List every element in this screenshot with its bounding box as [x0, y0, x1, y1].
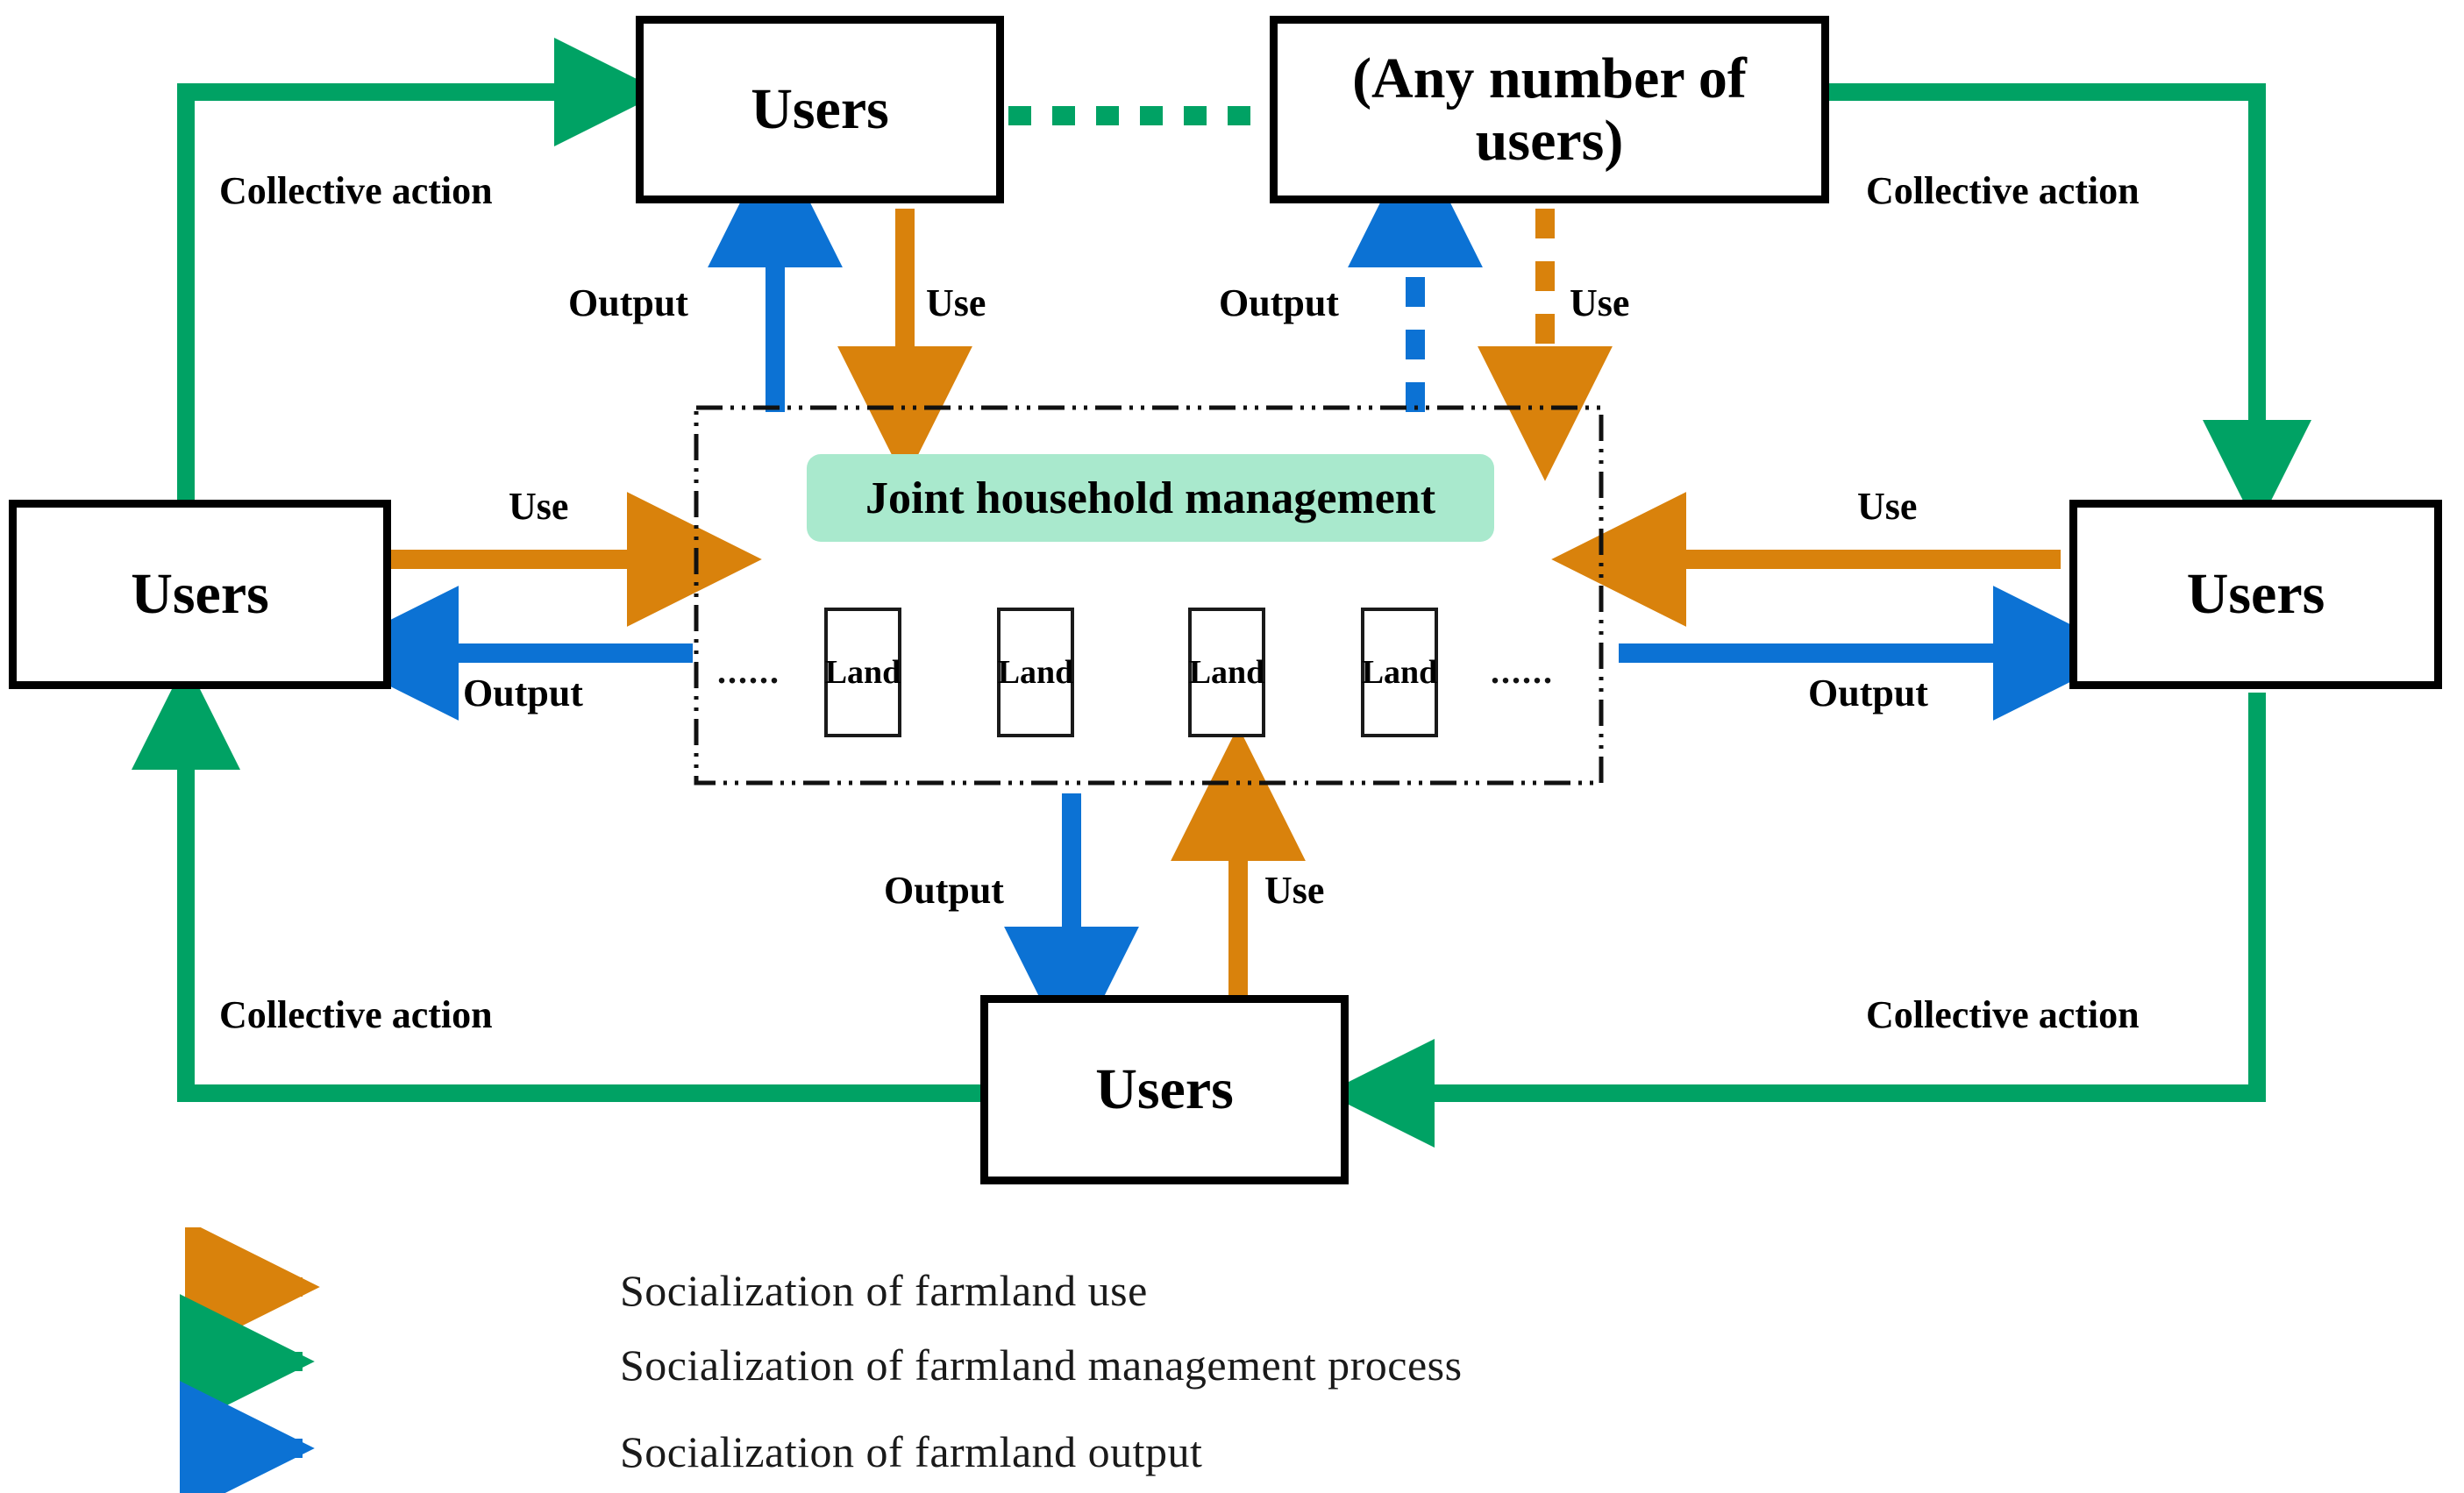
- green-arrow-topright-to-right: [1828, 83, 2311, 529]
- node-users-bottom[interactable]: Users: [980, 995, 1349, 1184]
- land-box-2[interactable]: Land: [997, 608, 1074, 737]
- legend-item-0: Socialization of farmland use: [224, 1255, 1148, 1326]
- edge-label-use-right: Use: [1857, 485, 1918, 528]
- land-box-1[interactable]: Land: [824, 608, 901, 737]
- node-users-top-left-label: Users: [751, 77, 889, 142]
- edge-label-output-bottom: Output: [884, 869, 1004, 912]
- node-users-top-left[interactable]: Users: [636, 16, 1004, 203]
- green-arrow-bottom-to-left: [132, 661, 980, 1102]
- land-box-4[interactable]: Land: [1361, 608, 1438, 737]
- edge-label-collective-action-bottom-left: Collective action: [219, 993, 493, 1036]
- node-users-right[interactable]: Users: [2069, 500, 2442, 689]
- edge-label-output-top-left: Output: [568, 281, 688, 324]
- node-users-top-right[interactable]: (Any number of users): [1270, 16, 1829, 203]
- node-users-bottom-label: Users: [1095, 1057, 1234, 1122]
- legend-arrow-layer: [179, 1227, 320, 1493]
- land-box-1-label: Land: [824, 654, 901, 691]
- edge-label-output-right: Output: [1808, 672, 1928, 715]
- joint-management-container-border: [694, 405, 1604, 786]
- ellipsis-left: ......: [717, 651, 780, 691]
- green-arrow-left-to-topleft: [177, 38, 663, 505]
- edge-label-output-left: Output: [463, 672, 583, 715]
- edge-label-use-top-right: Use: [1570, 281, 1630, 324]
- legend-swatch-output: [224, 1425, 574, 1478]
- green-arrow-right-to-bottom: [1326, 693, 2266, 1148]
- legend-swatch-use: [224, 1264, 574, 1317]
- edge-label-use-bottom: Use: [1264, 869, 1325, 912]
- edge-label-use-top-left: Use: [926, 281, 986, 324]
- land-box-4-label: Land: [1361, 654, 1438, 691]
- legend-item-2: Socialization of farmland output: [224, 1417, 1202, 1487]
- node-users-right-label: Users: [2186, 562, 2325, 627]
- legend: Socialization of farmland use Socializat…: [0, 1227, 2464, 1493]
- edge-label-output-top-right: Output: [1219, 281, 1339, 324]
- edge-label-use-left: Use: [509, 485, 569, 528]
- joint-household-management-badge: Joint household management: [807, 454, 1494, 542]
- legend-swatch-management: [224, 1339, 574, 1391]
- land-box-3[interactable]: Land: [1188, 608, 1265, 737]
- land-box-3-label: Land: [1188, 654, 1265, 691]
- joint-household-management-label: Joint household management: [865, 473, 1436, 523]
- edge-label-collective-action-top-right: Collective action: [1866, 169, 2140, 212]
- node-users-left[interactable]: Users: [9, 500, 391, 689]
- legend-label-management: Socialization of farmland management pro…: [620, 1340, 1463, 1390]
- node-users-left-label: Users: [131, 562, 269, 627]
- ellipsis-right: ......: [1491, 651, 1554, 691]
- node-users-top-right-label: (Any number of users): [1352, 46, 1747, 173]
- legend-label-use: Socialization of farmland use: [620, 1266, 1148, 1315]
- edge-label-collective-action-bottom-right: Collective action: [1866, 993, 2140, 1036]
- legend-item-1: Socialization of farmland management pro…: [224, 1330, 1463, 1400]
- land-box-2-label: Land: [997, 654, 1074, 691]
- edge-label-collective-action-top-left: Collective action: [219, 169, 493, 212]
- legend-label-output: Socialization of farmland output: [620, 1427, 1203, 1476]
